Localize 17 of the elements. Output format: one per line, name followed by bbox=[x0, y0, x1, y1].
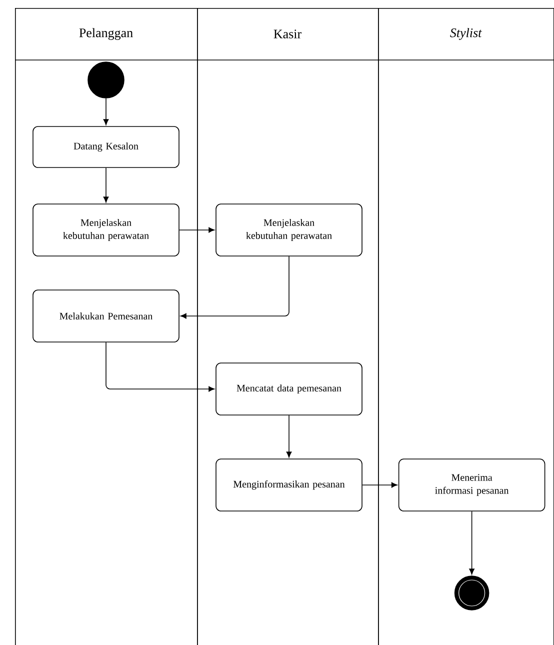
arrow bbox=[180, 256, 290, 319]
arrow bbox=[106, 342, 215, 392]
arrow bbox=[286, 415, 292, 458]
activity-box: Datang Kesalon bbox=[32, 126, 180, 168]
activity-box: Menjelaskan kebutuhan perawatan bbox=[216, 204, 362, 256]
activity-box: Mencatat data pemesanan bbox=[216, 362, 362, 416]
activity-box: Menjelaskan kebutuhan perawatan bbox=[32, 204, 180, 256]
end-node bbox=[454, 576, 490, 610]
activity-box: Melakukan Pemesanan bbox=[32, 290, 180, 342]
arrow bbox=[103, 168, 109, 203]
start-node bbox=[88, 62, 124, 98]
arrow bbox=[179, 227, 215, 233]
arrow bbox=[103, 98, 109, 126]
activity-box: Menerima informasi pesanan bbox=[398, 458, 546, 512]
arrow bbox=[362, 482, 398, 488]
arrow bbox=[469, 511, 474, 575]
activity-box: Menginformasikan pesanan bbox=[216, 458, 362, 512]
